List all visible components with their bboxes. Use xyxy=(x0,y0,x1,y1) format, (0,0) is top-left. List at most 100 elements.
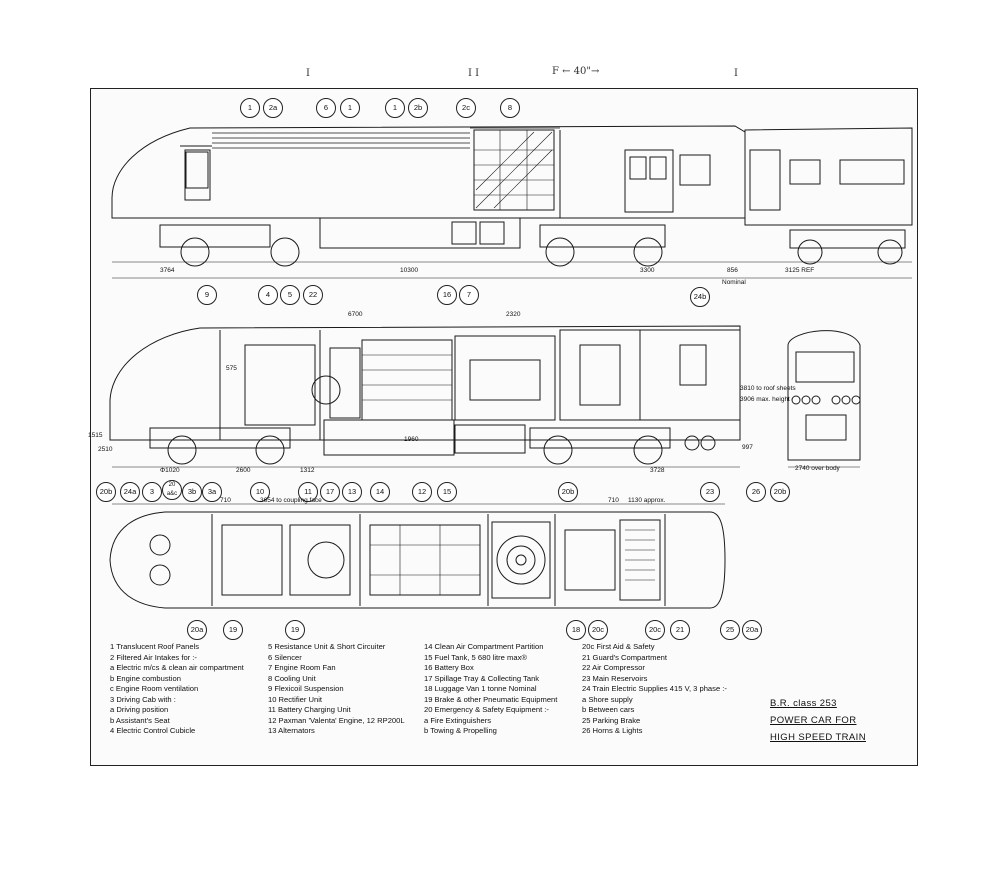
drawing-title-line: B.R. class 253 xyxy=(770,698,837,709)
key-entry: b Engine combustion xyxy=(110,673,181,683)
callout: 6 xyxy=(316,98,336,118)
callout: 23 xyxy=(700,482,720,502)
callout: 20c xyxy=(645,620,665,640)
handwritten-tick: I xyxy=(734,68,738,79)
callout: 9 xyxy=(197,285,217,305)
dimension-label: 1130 approx. xyxy=(628,497,666,504)
dimension-label: 2320 xyxy=(506,311,521,318)
key-entry: b Assistant's Seat xyxy=(110,715,170,725)
dimension-label: 3810 to roof sheets xyxy=(740,385,796,392)
key-entry: 1 Translucent Roof Panels xyxy=(110,642,200,651)
callout: 1 xyxy=(385,98,405,118)
key-column-3: 14 Clean Air Compartment Partition 15 Fu… xyxy=(424,642,557,737)
dimension-label: 3125 REF xyxy=(785,267,815,274)
callout: 19 xyxy=(223,620,243,640)
longitudinal-section xyxy=(109,325,861,468)
callout: 24a xyxy=(120,482,140,502)
key-entry: 23 Main Reservoirs xyxy=(582,673,648,683)
key-entry: a Electric m/cs & clean air compartment xyxy=(110,663,244,672)
callout: 20b xyxy=(558,482,578,502)
callout: 21 xyxy=(670,620,690,640)
callout: 20c xyxy=(588,620,608,640)
key-entry: 7 Engine Room Fan xyxy=(268,663,336,672)
callout: 2b xyxy=(408,98,428,118)
key-entry: 15 Fuel Tank, 5 680 litre max® xyxy=(424,652,527,662)
dimension-label: 2740 over body xyxy=(795,465,840,472)
key-entry: 22 Air Compressor xyxy=(582,663,645,672)
key-column-1: 1 Translucent Roof Panels 2 Filtered Air… xyxy=(110,642,244,737)
callout: 1 xyxy=(240,98,260,118)
key-entry: 4 Electric Control Cubicle xyxy=(110,726,196,735)
key-entry: 6 Silencer xyxy=(268,652,302,662)
callout: 24b xyxy=(690,287,710,307)
key-entry: 13 Alternators xyxy=(268,726,315,735)
callout: 10 xyxy=(250,482,270,502)
key-entry: 14 Clean Air Compartment Partition xyxy=(424,642,544,651)
callout: 3 xyxy=(142,482,162,502)
callout: 8 xyxy=(500,98,520,118)
key-entry: 8 Cooling Unit xyxy=(268,673,316,683)
dimension-label: 710 xyxy=(220,497,231,504)
key-column-2: 5 Resistance Unit & Short Circuiter 6 Si… xyxy=(268,642,405,737)
callout: 26 xyxy=(746,482,766,502)
dimension-label: Nominal xyxy=(722,279,746,286)
key-entry: 2 Filtered Air Intakes for :- xyxy=(110,652,197,662)
key-entry: c Engine Room ventilation xyxy=(110,684,199,693)
plan-view xyxy=(109,503,726,609)
callout: 19 xyxy=(285,620,305,640)
callout: 17 xyxy=(320,482,340,502)
callout: 1 xyxy=(340,98,360,118)
callout: 7 xyxy=(459,285,479,305)
key-entry: b Between cars xyxy=(582,705,635,714)
key-column-4: 20c First Aid & Safety 21 Guard's Compar… xyxy=(582,642,727,737)
dimension-label: 856 xyxy=(727,267,738,274)
drawing-title-line: POWER CAR FOR xyxy=(770,715,857,726)
dimension-label: 3764 xyxy=(160,267,175,274)
key-entry: b Towing & Propelling xyxy=(424,726,497,735)
key-entry: a Shore supply xyxy=(582,694,633,704)
callout: 22 xyxy=(303,285,323,305)
dimension-label: 1960 xyxy=(404,436,419,443)
key-entry: a Fire Extinguishers xyxy=(424,715,492,725)
key-entry: 16 Battery Box xyxy=(424,663,474,672)
callout: 20a xyxy=(742,620,762,640)
dimension-label: 3300 xyxy=(640,267,655,274)
drawing-title-line: HIGH SPEED TRAIN xyxy=(770,732,866,743)
callout: 25 xyxy=(720,620,740,640)
key-entry: 24 Train Electric Supplies 415 V, 3 phas… xyxy=(582,684,727,693)
key-entry: 20 Emergency & Safety Equipment :- xyxy=(424,705,549,714)
dimension-label: Φ1020 xyxy=(160,467,180,474)
key-entry: 20c First Aid & Safety xyxy=(582,642,655,651)
key-entry: 19 Brake & other Pneumatic Equipment xyxy=(424,694,558,704)
dimension-label: 3906 max. height xyxy=(740,396,790,403)
key-entry: 10 Rectifier Unit xyxy=(268,694,323,704)
handwritten-tick: I I xyxy=(468,68,480,79)
key-entry: 21 Guard's Compartment xyxy=(582,652,668,662)
dimension-label: 710 xyxy=(608,497,619,504)
handwritten-tick: I xyxy=(306,68,310,79)
key-entry: 9 Flexicoil Suspension xyxy=(268,684,344,693)
key-entry: 17 Spillage Tray & Collecting Tank xyxy=(424,673,540,683)
dimension-label: 575 xyxy=(226,365,237,372)
key-entry: 11 Battery Charging Unit xyxy=(268,705,351,714)
callout: 5 xyxy=(280,285,300,305)
dimension-label: 10300 xyxy=(400,267,419,274)
dimension-label: 6700 xyxy=(348,311,363,318)
callout: 3a xyxy=(202,482,222,502)
dimension-label: 3728 xyxy=(650,467,665,474)
dimension-label: 2510 xyxy=(98,446,113,453)
callout: 3b xyxy=(182,482,202,502)
side-elevation xyxy=(111,125,913,279)
key-entry: 5 Resistance Unit & Short Circuiter xyxy=(268,642,386,651)
callout: 4 xyxy=(258,285,278,305)
callout: 14 xyxy=(370,482,390,502)
callout: 11 xyxy=(298,482,318,502)
bogie xyxy=(159,224,906,267)
callout: 20b xyxy=(96,482,116,502)
key-entry: a Driving position xyxy=(110,705,169,714)
dimension-label: 997 xyxy=(742,444,753,451)
key-entry: 3 Driving Cab with : xyxy=(110,694,176,704)
bogie xyxy=(149,427,716,465)
key-entry: 25 Parking Brake xyxy=(582,715,641,725)
